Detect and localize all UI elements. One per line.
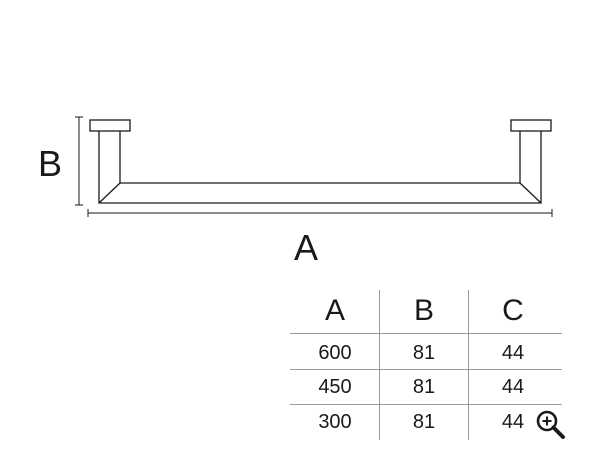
right-corner-bevel: [519, 182, 542, 204]
left-mount-cap: [89, 119, 131, 132]
table-cell: 600: [318, 342, 352, 364]
table-column-divider: [468, 290, 469, 440]
column-header-c: C: [502, 294, 524, 327]
column-header-b: B: [413, 294, 434, 327]
table-column-divider: [379, 290, 380, 440]
column-header-a: A: [324, 294, 345, 327]
table-cell: 44: [501, 411, 525, 433]
zoom-in-icon[interactable]: [534, 408, 568, 442]
dimension-label-b: B: [38, 143, 63, 184]
bar-outer-contour: [98, 131, 542, 204]
table-cell: 44: [501, 376, 525, 398]
table-cell: 450: [318, 376, 352, 398]
table-cell: 300: [318, 411, 352, 433]
dimension-label-a: A: [294, 227, 319, 268]
table-cell: 81: [412, 411, 436, 433]
table-rule: [290, 404, 562, 405]
table-rule: [290, 369, 562, 370]
table-cell: 81: [412, 342, 436, 364]
left-corner-bevel: [98, 182, 121, 204]
table-cell: 44: [501, 342, 525, 364]
dimensions-table: A B C 600 81 44 450 81 44 300 81 44: [290, 290, 562, 440]
table-cell: 81: [412, 376, 436, 398]
bar-inner-contour: [119, 131, 521, 184]
right-mount-cap: [510, 119, 552, 132]
table-rule: [290, 333, 562, 334]
